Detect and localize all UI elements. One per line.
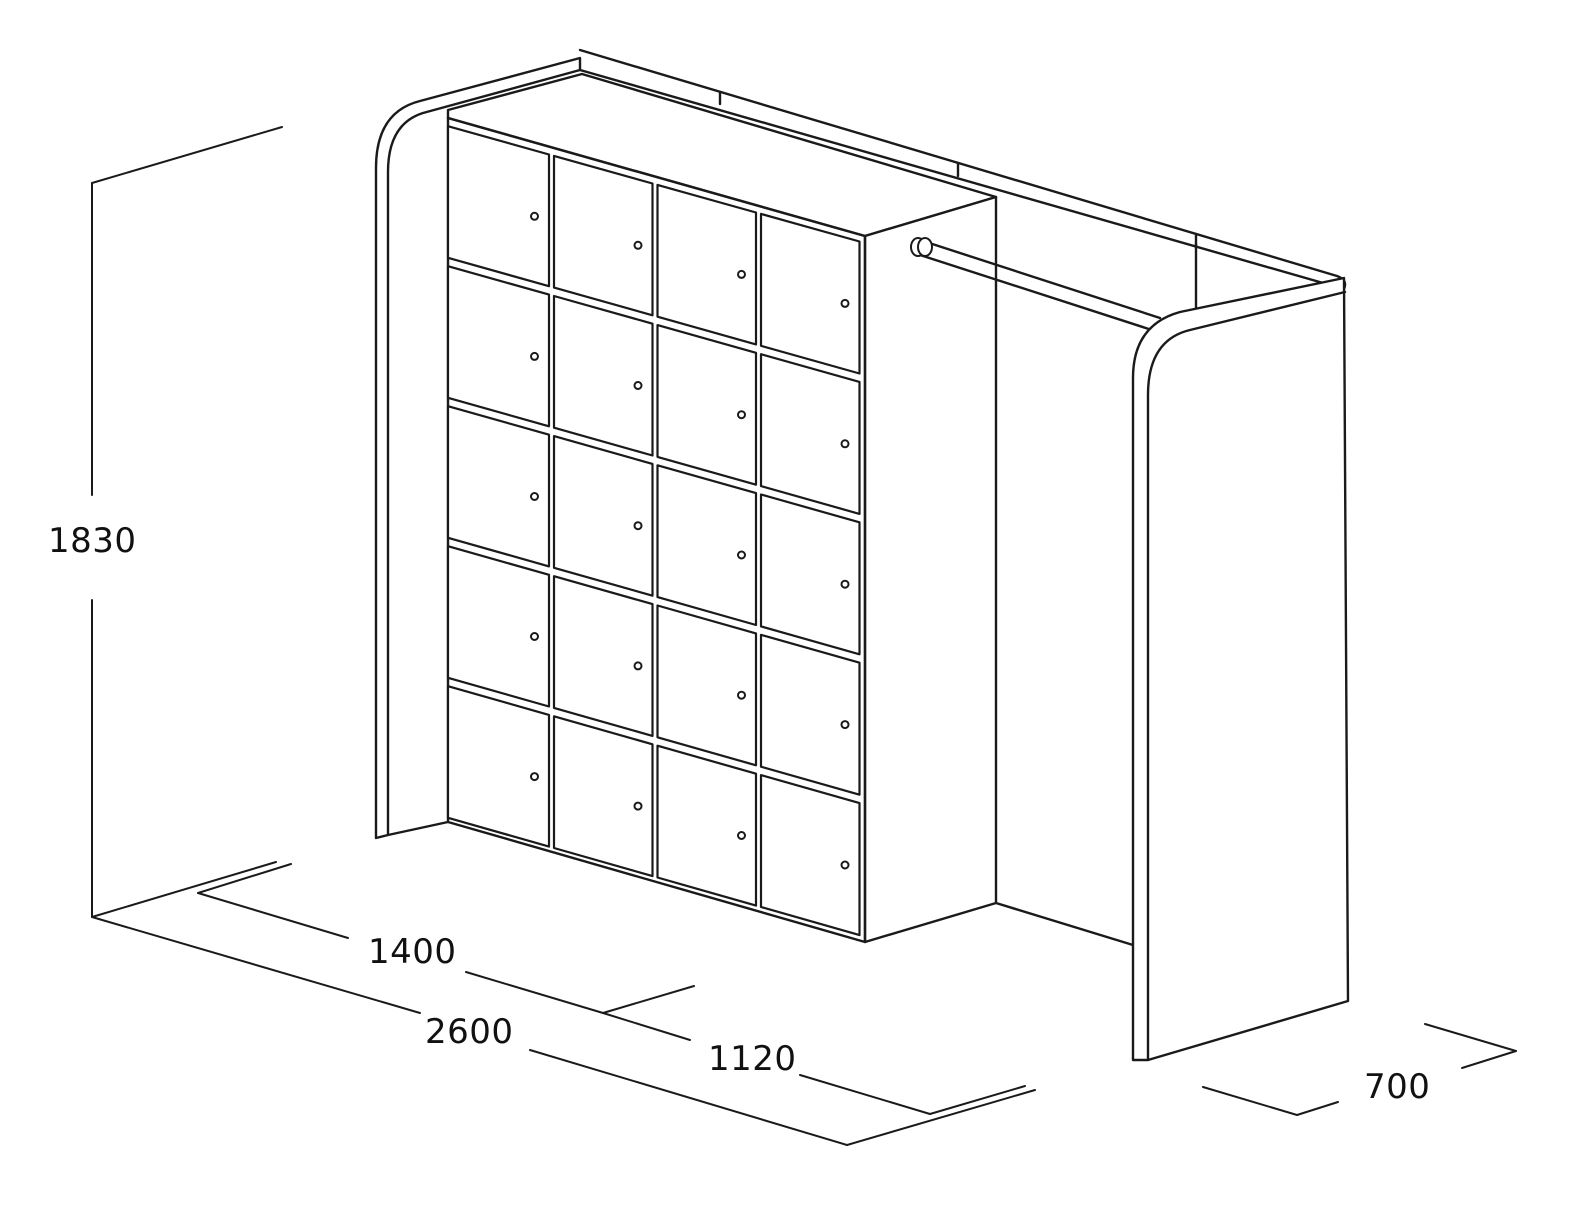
- locker-door: [446, 685, 551, 848]
- door-knob: [633, 661, 643, 671]
- locker-door: [656, 183, 758, 346]
- door-knob: [840, 439, 850, 449]
- locker-door: [552, 715, 654, 878]
- dimension-lines: [91, 126, 1517, 1146]
- door-knob: [633, 240, 643, 250]
- door-knob: [530, 492, 539, 501]
- door-knob: [530, 632, 539, 641]
- dimension-total-width-label: 2600: [425, 1012, 514, 1052]
- door-knob: [840, 298, 850, 308]
- locker-door: [552, 154, 654, 317]
- door-knob: [633, 381, 643, 390]
- locker-door: [446, 265, 551, 428]
- locker-door: [552, 435, 654, 597]
- dimension-hanging-width-label: 1120: [708, 1039, 797, 1079]
- locker-door: [446, 405, 551, 568]
- locker-door: [759, 212, 861, 375]
- door-knob: [737, 831, 746, 840]
- locker-door: [446, 125, 551, 288]
- locker-door: [759, 353, 861, 516]
- locker-door: [656, 324, 758, 486]
- locker-door: [656, 464, 758, 627]
- locker-door: [759, 633, 861, 796]
- locker-door: [656, 744, 758, 907]
- door-knob: [840, 579, 850, 589]
- door-knob: [530, 772, 539, 782]
- floor-line: [994, 901, 1135, 947]
- locker-door: [759, 773, 861, 937]
- locker-door: [759, 493, 861, 656]
- door-knob: [840, 720, 850, 730]
- door-knob: [633, 521, 643, 531]
- dimension-height-label: 1830: [48, 521, 137, 561]
- dimension-depth-label: 700: [1364, 1067, 1430, 1107]
- right-side-panel: [1131, 276, 1350, 1062]
- locker-door: [552, 294, 654, 457]
- door-knob: [530, 351, 539, 361]
- locker-door: [656, 604, 758, 767]
- locker-doors: [446, 125, 861, 937]
- door-knob: [737, 269, 746, 279]
- door-knob: [737, 690, 746, 700]
- locker-door: [552, 575, 654, 738]
- door-knob: [633, 801, 643, 811]
- door-knob: [737, 410, 746, 420]
- locker-door: [446, 545, 551, 708]
- door-knob: [530, 211, 539, 221]
- clothes-rail: [910, 237, 1162, 333]
- dimension-cabinet-width-label: 1400: [368, 932, 457, 972]
- door-knob: [737, 550, 746, 560]
- door-knob: [840, 860, 850, 870]
- left-side-panel: [374, 56, 582, 840]
